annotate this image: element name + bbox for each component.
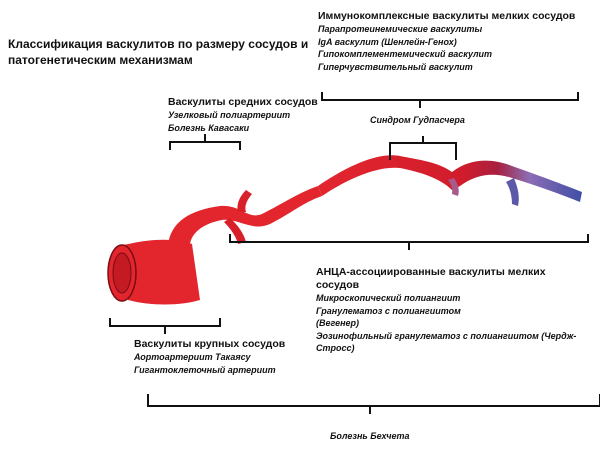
bracket-large	[109, 318, 221, 334]
group-large: Васкулиты крупных сосудов Аортоартериит …	[134, 338, 285, 376]
arteriole-arch	[318, 155, 582, 202]
goodpasture-label: Синдром Гудпасчера	[370, 115, 465, 125]
group-immune-item: Парапротеинемические васкулиты	[318, 24, 483, 34]
capillary-down	[448, 178, 459, 196]
group-immune-small: Иммунокомплексные васкулиты мелких сосуд…	[318, 10, 575, 73]
group-anca-item: Эозинофильный гранулематоз с полиангиито…	[316, 330, 577, 354]
aorta-trunk	[120, 239, 200, 305]
group-anca-item: Микроскопический полиангиит	[316, 293, 461, 303]
group-immune-item: IgA васкулит (Шенлейн-Генох)	[318, 36, 457, 47]
group-medium-item: Болезнь Кавасаки	[168, 122, 250, 133]
group-immune-item: Гипокомплементемический васкулит	[318, 49, 493, 59]
medium-artery	[168, 186, 322, 250]
bracket-behcet	[147, 394, 600, 414]
behcet-label: Болезнь Бехчета	[330, 431, 410, 441]
bracket-goodpasture	[389, 136, 457, 160]
group-large-heading: Васкулиты крупных сосудов	[134, 338, 286, 350]
group-anca-small: АНЦА-ассоциированные васкулиты мелких со…	[316, 266, 578, 355]
group-immune-item: Гиперчувствительный васкулит	[318, 61, 473, 72]
group-large-item: Аортоартериит Такаясу	[134, 352, 251, 362]
group-medium-heading: Васкулиты средних сосудов	[168, 96, 318, 108]
brackets	[109, 92, 600, 414]
bracket-immune	[321, 92, 579, 108]
branch-down	[224, 218, 246, 244]
bracket-anca	[229, 234, 589, 250]
group-medium-item: Узелковый полиартериит	[168, 110, 291, 120]
diagram-title: Классификация васкулитов по размеру сосу…	[8, 37, 309, 67]
group-anca-heading: АНЦА-ассоциированные васкулиты мелких со…	[316, 266, 546, 291]
group-anca-item: Гранулематоз с полиангиитом (Вегенер)	[316, 305, 461, 329]
branch-up	[237, 190, 252, 212]
venule-down	[506, 178, 519, 206]
vessel-tree	[107, 155, 582, 305]
group-immune-heading: Иммунокомплексные васкулиты мелких сосуд…	[318, 10, 576, 22]
bracket-medium	[169, 134, 241, 150]
group-large-item: Гигантоклеточный артериит	[134, 364, 276, 375]
group-medium: Васкулиты средних сосудов Узелковый поли…	[168, 96, 318, 134]
aorta-lumen-inner	[112, 252, 132, 294]
